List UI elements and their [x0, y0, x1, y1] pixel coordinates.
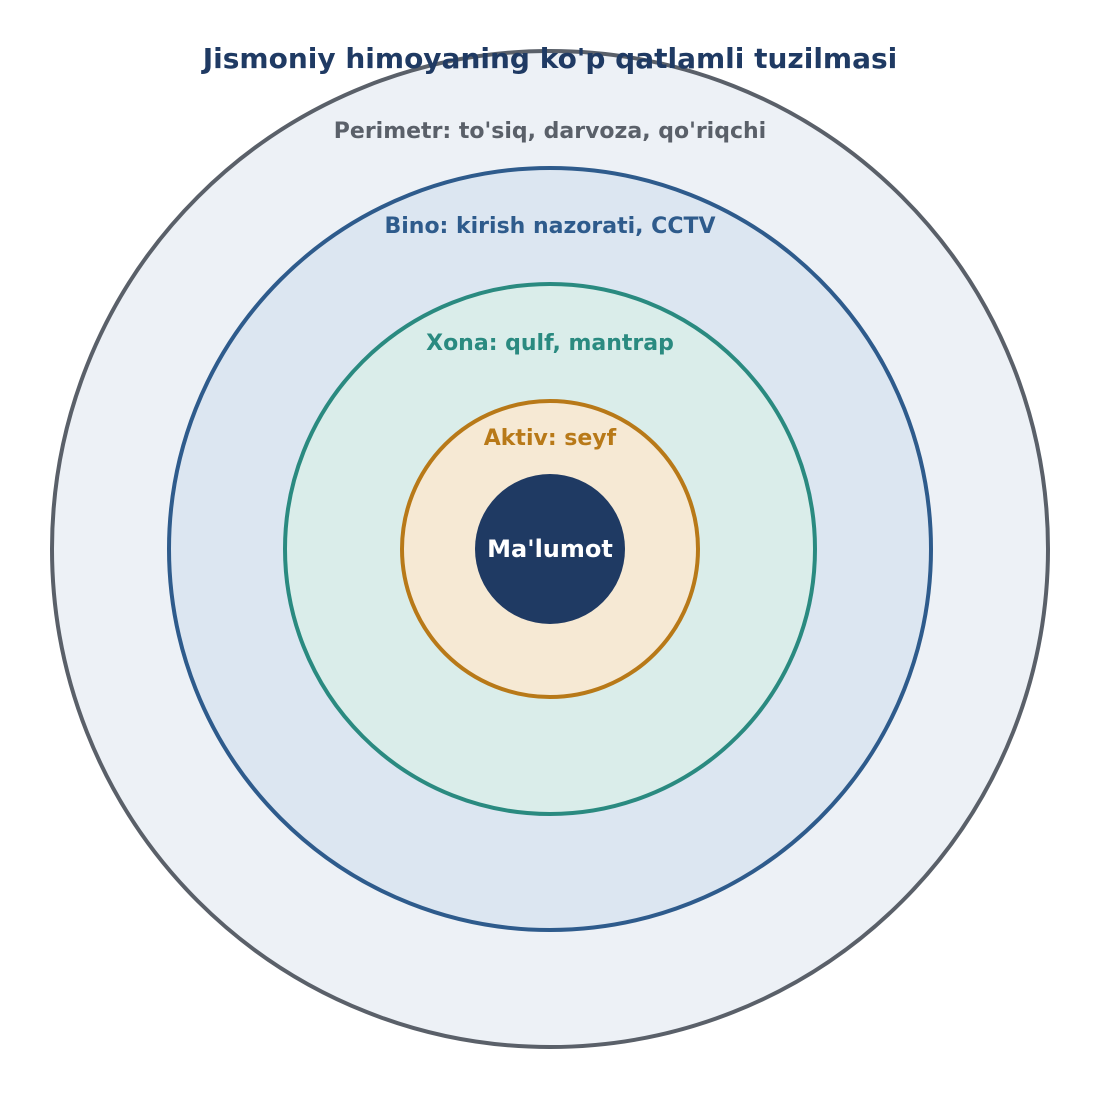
room-label: Xona: qulf, mantrap	[426, 331, 674, 356]
data-core	[475, 474, 625, 624]
perimeter-label: Perimetr: to'siq, darvoza, qo'riqchi	[334, 119, 766, 144]
asset-label: Aktiv: seyf	[484, 426, 617, 451]
diagram-title: Jismoniy himoyaning ko'p qatlamli tuzilm…	[201, 42, 898, 75]
building-label: Bino: kirish nazorati, CCTV	[384, 214, 715, 239]
core-label: Ma'lumot	[487, 535, 613, 563]
